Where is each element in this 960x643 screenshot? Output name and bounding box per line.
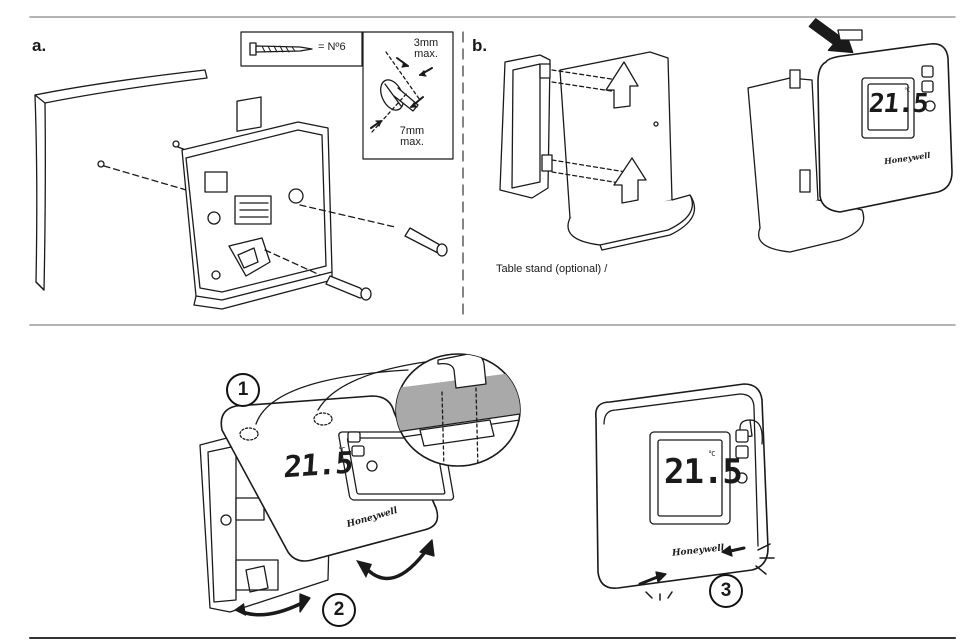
step-1-marker: 1 bbox=[226, 373, 260, 407]
table-stand-clip bbox=[499, 54, 553, 199]
wall-illustration bbox=[34, 69, 208, 291]
panel-a-label: a. bbox=[32, 36, 47, 55]
screw-1 bbox=[299, 204, 448, 257]
head-max-measurement: 7mm max. bbox=[399, 125, 425, 148]
rotate-arrow-left bbox=[234, 593, 311, 617]
lcd-reading-stand: 21.5 bbox=[867, 89, 930, 119]
screw-head-detail bbox=[370, 51, 433, 133]
thermostat-on-stand bbox=[747, 18, 953, 253]
press-arrow-right bbox=[721, 543, 775, 575]
table-stand-caption: Table stand (optional) / bbox=[496, 263, 608, 275]
gap-max-measurement: 3mm max. bbox=[413, 37, 439, 60]
step-3-marker: 3 bbox=[709, 574, 743, 608]
lcd-unit-stand: °C bbox=[904, 87, 910, 94]
table-stand-plate bbox=[551, 51, 696, 251]
screw-head-detail-box bbox=[362, 31, 454, 160]
lcd-unit-fitted: °C bbox=[708, 450, 716, 458]
screw-icon bbox=[249, 42, 313, 56]
wall-hole-upper bbox=[97, 160, 105, 168]
wall-hole-top bbox=[172, 140, 180, 148]
callout-line-2 bbox=[317, 359, 441, 411]
thermostat-fitted bbox=[594, 383, 769, 589]
rotate-arrow-right bbox=[356, 539, 435, 581]
panel-b-label: b. bbox=[472, 36, 488, 55]
step-2-marker: 2 bbox=[322, 593, 356, 627]
screw-spec-text: = Nº6 bbox=[318, 41, 346, 53]
screw-2 bbox=[264, 249, 372, 301]
wall-backplate bbox=[181, 96, 333, 310]
hinge-zoom-detail bbox=[395, 353, 521, 467]
thermostat-front-bottom bbox=[220, 395, 455, 562]
press-arrow-left bbox=[638, 571, 673, 601]
lcd-reading-fitted: 21.5 bbox=[664, 452, 743, 492]
lcd-unit-fitting: °C bbox=[338, 446, 346, 454]
